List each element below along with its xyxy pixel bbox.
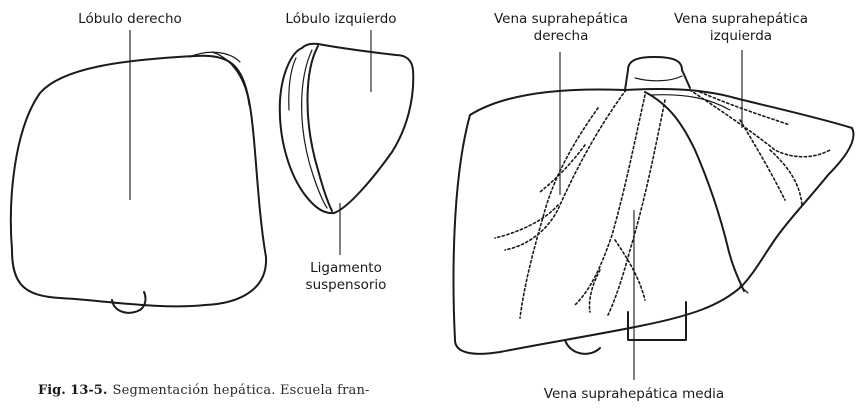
- label-vena-derecha-line2: derecha: [534, 28, 589, 44]
- left-lobe-drawing: [280, 30, 413, 255]
- label-vena-izquierda-line1: Vena suprahepática: [674, 11, 808, 27]
- figure-caption: Fig. 13-5. Segmentación hepática. Escuel…: [38, 379, 370, 398]
- label-ligamento-line1: Ligamento: [310, 260, 382, 276]
- whole-liver-drawing: [454, 50, 854, 380]
- label-vena-media: Vena suprahepática media: [544, 386, 724, 402]
- label-vena-izquierda-line2: izquierda: [710, 28, 772, 44]
- right-lobe-drawing: [11, 30, 266, 313]
- label-lobulo-derecho: Lóbulo derecho: [78, 11, 182, 27]
- caption-text: Segmentación hepática. Escuela fran-: [112, 383, 369, 398]
- caption-prefix: Fig. 13-5.: [38, 383, 107, 398]
- label-lobulo-izquierdo: Lóbulo izquierdo: [285, 11, 396, 27]
- label-vena-derecha-line1: Vena suprahepática: [494, 11, 628, 27]
- label-ligamento-line2: suspensorio: [306, 277, 387, 293]
